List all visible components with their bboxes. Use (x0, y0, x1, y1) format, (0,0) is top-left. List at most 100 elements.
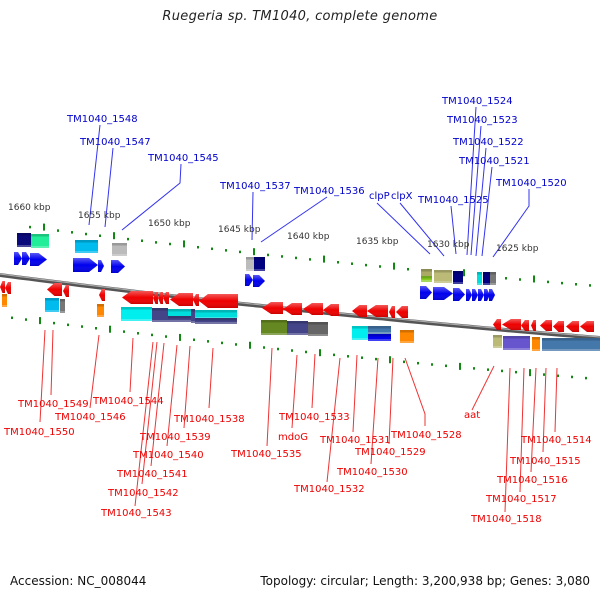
forward-gene-arrow (466, 289, 472, 301)
reverse-gene-label: TM1040_1532 (293, 484, 365, 495)
forward-domain-box-fill (31, 234, 49, 248)
reverse-label-leader (134, 341, 154, 507)
scale-tick-dot (53, 321, 55, 325)
scale-tick-dot (141, 239, 143, 243)
forward-domain-box-fill (483, 272, 490, 285)
reverse-domain-box-top (152, 308, 168, 311)
reverse-domain-box-top (195, 318, 237, 321)
reverse-label-leader (208, 347, 214, 409)
reverse-domain-box-bottom (352, 338, 368, 340)
forward-gene-arrow-shade (98, 260, 104, 272)
forward-label-leader (376, 202, 431, 255)
reverse-gene-label: TM1040_1541 (116, 469, 188, 480)
reverse-domain-box-bottom (308, 334, 328, 336)
scale-tick-major (463, 269, 465, 277)
scale-tick-dot (561, 281, 563, 285)
scale-tick-dot (305, 350, 307, 354)
reverse-domain-box-fill (532, 337, 540, 351)
reverse-gene-label: mdoG (278, 432, 308, 443)
scale-label: 1645 kbp (218, 225, 261, 235)
forward-domain-box-top (112, 243, 127, 246)
reverse-domain-box (400, 330, 414, 343)
gene-features (0, 233, 600, 351)
reverse-gene-label: TM1040_1544 (92, 396, 164, 407)
reverse-label-leader (311, 353, 316, 409)
forward-gene-arrow-shade (478, 289, 484, 301)
reverse-gene-arrow (63, 285, 69, 297)
reverse-gene-label: TM1040_1529 (354, 447, 426, 458)
reverse-domain-box-fill (195, 318, 237, 324)
reverse-domain-box-top (195, 310, 237, 313)
forward-domain-box (477, 272, 482, 285)
reverse-domain-box-top (308, 322, 328, 325)
scale-tick-major (459, 362, 461, 370)
scale-tick-major (249, 341, 251, 349)
forward-gene-arrow (73, 258, 98, 272)
reverse-gene-arrow-shade (163, 292, 169, 304)
scale-tick-dot (281, 255, 283, 258)
scale-tick-dot (71, 231, 73, 234)
scale-tick-major (389, 356, 391, 364)
scale-tick-dot (487, 368, 489, 371)
reverse-gene-arrow (283, 303, 302, 315)
reverse-domain-box-top (352, 326, 368, 329)
reverse-gene-arrow-shade (153, 292, 158, 304)
scale-tick-dot (239, 250, 241, 254)
reverse-gene-label: TM1040_1531 (319, 435, 391, 446)
reverse-gene-label: TM1040_1538 (173, 414, 245, 425)
forward-domain-box-fill (246, 257, 254, 271)
scale-tick-dot (169, 242, 171, 246)
forward-gene-label: TM1040_1522 (452, 137, 524, 148)
scale-tick-dot (267, 253, 269, 257)
reverse-domain-box (503, 336, 524, 350)
reverse-label-leader (370, 357, 379, 465)
reverse-domain-box (542, 338, 556, 351)
forward-gene-arrow (30, 253, 47, 266)
scale-tick-dot (151, 333, 153, 337)
forward-domain-box-top (246, 257, 254, 260)
forward-domain-box-top (421, 269, 432, 272)
reverse-gene-arrow-shade (158, 292, 163, 304)
reverse-domain-box-bottom (524, 348, 530, 350)
reverse-domain-box-fill (352, 326, 368, 340)
forward-domain-box-top (75, 240, 98, 243)
forward-gene-arrow-shade (453, 288, 465, 301)
forward-domain-box (112, 243, 127, 256)
forward-gene-label: TM1040_1525 (417, 195, 489, 206)
reverse-domain-box-bottom (503, 348, 524, 350)
forward-label-leader (88, 124, 101, 226)
forward-domain-box-top (31, 234, 49, 237)
scale-tick-dot (337, 261, 339, 264)
forward-gene-arrow-shade (484, 289, 490, 301)
forward-gene-arrow-shade (73, 258, 98, 272)
scale-tick-dot (547, 280, 549, 284)
reverse-domain-box-top (121, 307, 152, 310)
forward-domain-box-fill (477, 272, 482, 285)
forward-domain-box (254, 257, 265, 271)
reverse-gene-arrow (493, 319, 501, 330)
reverse-domain-box-bottom (542, 349, 556, 351)
scale-tick-dot (81, 325, 83, 328)
scale-tick-dot (351, 262, 353, 265)
scale-tick-dot (57, 229, 59, 232)
reverse-domain-box-top (532, 337, 540, 340)
reverse-label-leader (542, 367, 547, 453)
reverse-domain-box-fill (542, 338, 556, 351)
forward-domain-box-bottom (254, 269, 265, 271)
scale-tick-dot (557, 374, 559, 378)
reverse-domain-box-fill (168, 316, 191, 322)
reverse-domain-box-fill (168, 309, 191, 318)
reverse-gene-arrow-shade (0, 281, 5, 293)
reverse-gene-label: TM1040_1542 (107, 488, 179, 499)
reverse-gene-arrow (0, 281, 5, 293)
forward-gene-label: TM1040_1520 (495, 178, 567, 189)
reverse-domain-box (532, 337, 540, 351)
reverse-gene-arrow (199, 294, 238, 308)
scale-tick-dot (295, 256, 297, 260)
reverse-gene-arrow-shade (396, 306, 408, 318)
forward-gene-arrow-shade (472, 289, 478, 301)
scale-tick-dot (309, 258, 311, 261)
reverse-label-leader (554, 367, 558, 433)
reverse-label-leader (291, 354, 298, 429)
